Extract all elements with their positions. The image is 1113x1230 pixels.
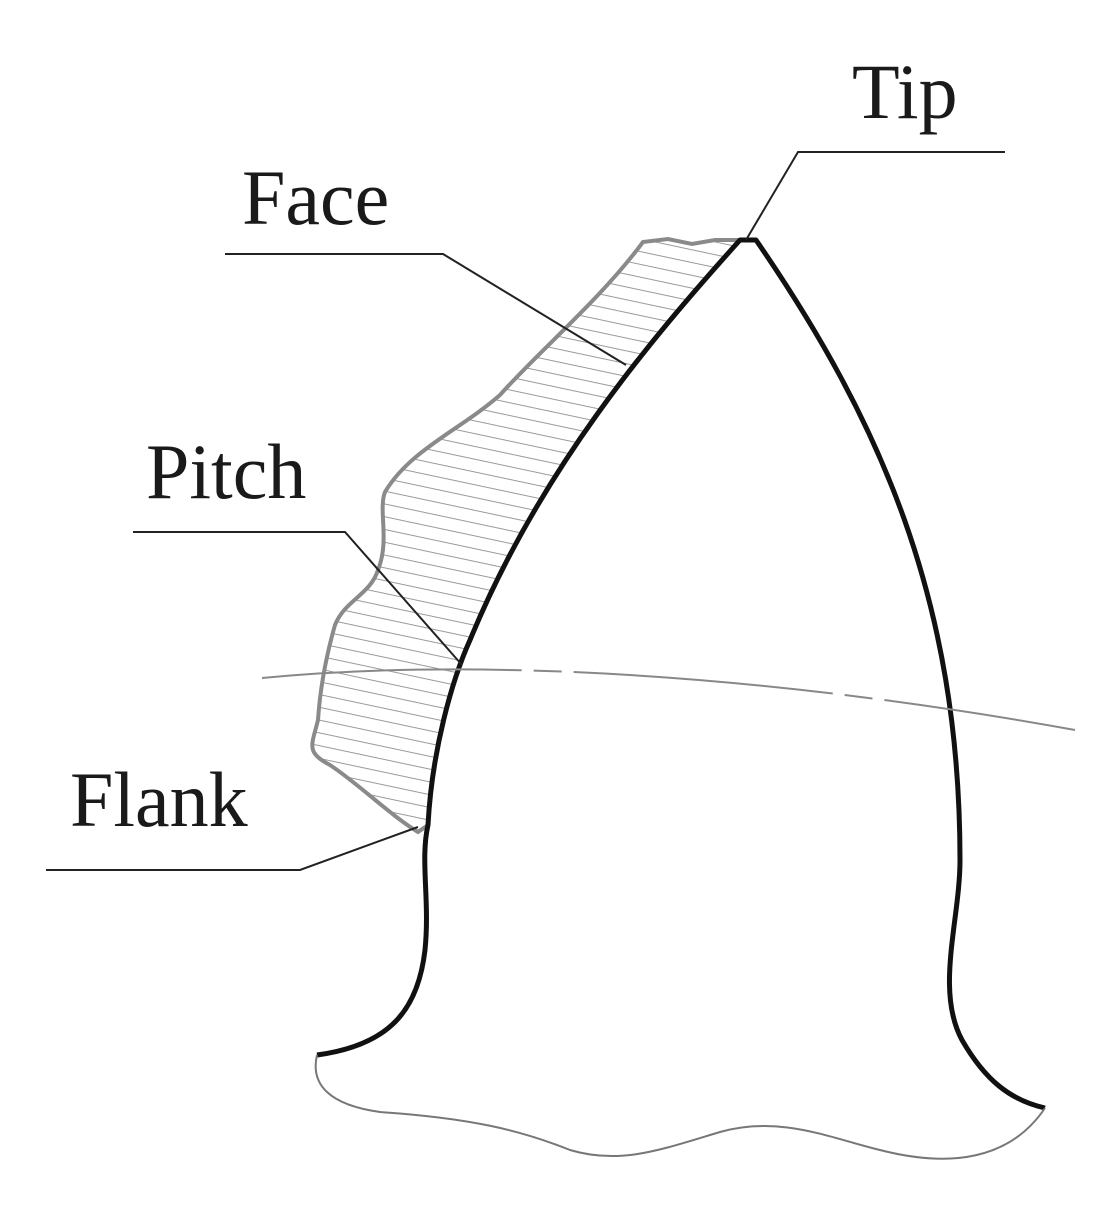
- flank-label: Flank: [70, 756, 248, 843]
- gear-root-outline: [314, 1054, 1046, 1160]
- face-label: Face: [242, 154, 389, 241]
- face-leader-line: [225, 253, 627, 366]
- pitch-circle-line: [261, 668, 1076, 731]
- tip-label: Tip: [852, 48, 958, 135]
- flank-leader-line: [46, 826, 419, 871]
- pitch-label: Pitch: [146, 428, 306, 515]
- worn-region: [310, 236, 745, 835]
- tooth-profile: [316, 237, 1046, 1111]
- pitch-leader-line: [133, 531, 463, 666]
- tip-leader-line: [745, 151, 1005, 241]
